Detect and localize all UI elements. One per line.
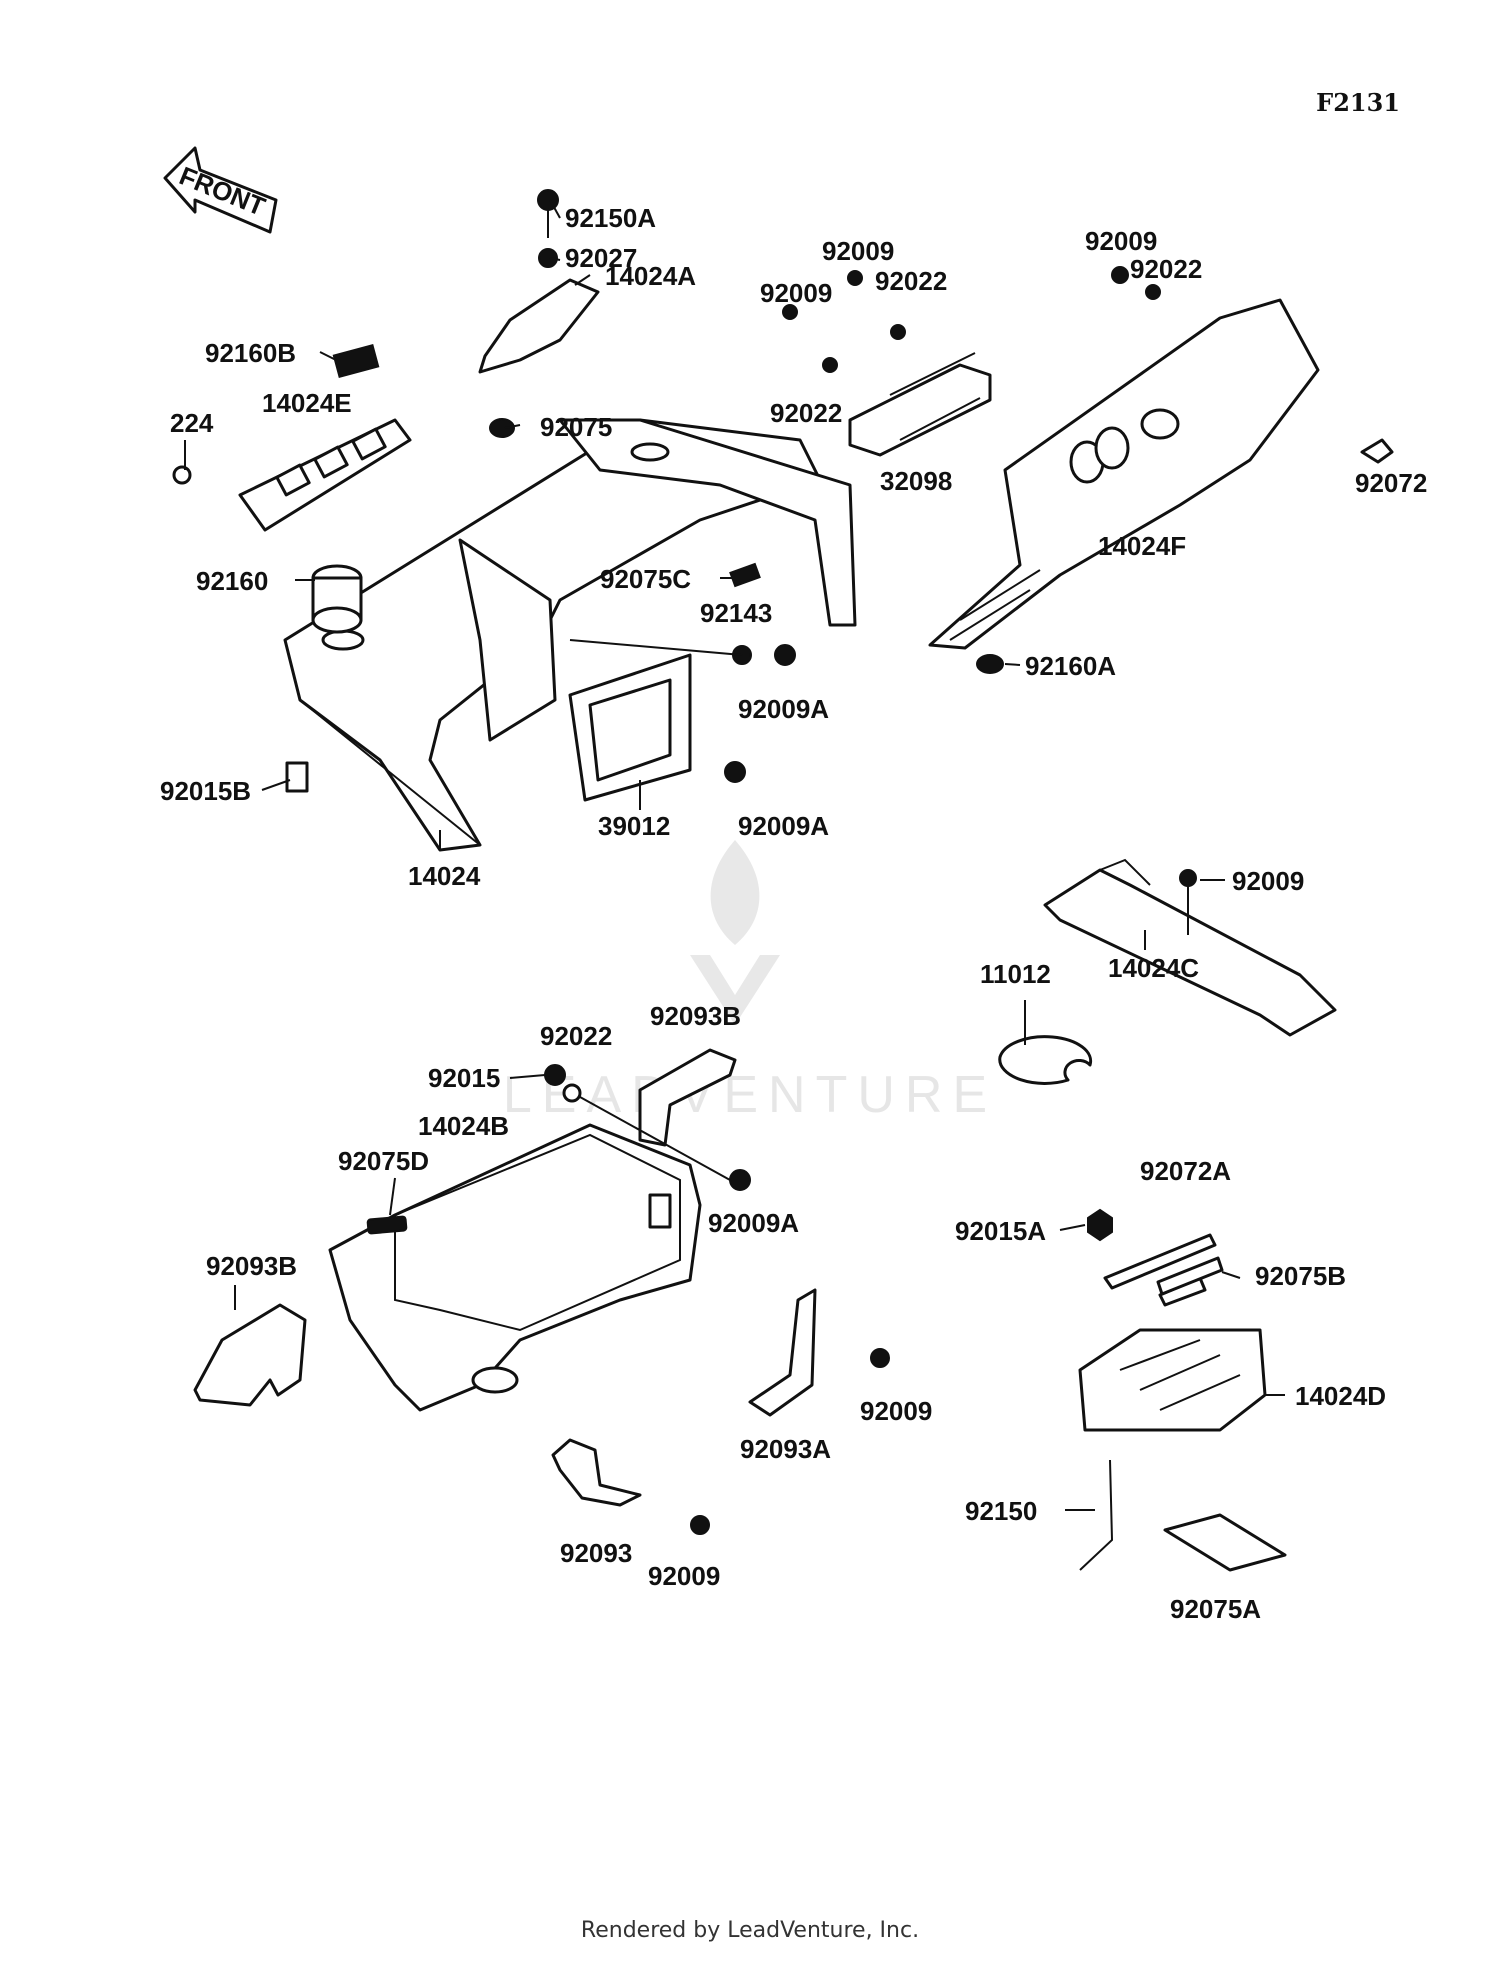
part-label: 92093B — [206, 1251, 297, 1281]
part-label: 92160 — [196, 566, 268, 596]
pad-92075B — [1156, 1256, 1224, 1296]
part-label: 92160B — [205, 338, 296, 368]
part-label: 92143 — [700, 598, 772, 628]
leader-lines — [184, 199, 1285, 1511]
part-label: 92027 — [565, 243, 637, 273]
part-labels: 92150A 92027 14024A 92075 92160B 14024E … — [160, 203, 1427, 1624]
part-label: 92009 — [760, 278, 832, 308]
part-label: 92009 — [648, 1561, 720, 1591]
part-label: 92093 — [560, 1538, 632, 1568]
part-label: 14024A — [605, 261, 696, 291]
fastener-group-lower-left — [366, 1064, 890, 1535]
part-label: 92009 — [860, 1396, 932, 1426]
part-label: 92075 — [540, 412, 612, 442]
part-label: 92009 — [1232, 866, 1304, 896]
part-label: 92009A — [738, 811, 829, 841]
watermark-logo: LEADVENTURE — [503, 840, 997, 1124]
bracket-92093A — [748, 1288, 817, 1417]
instrument-panel-14024F — [928, 266, 1394, 674]
part-label: 224 — [170, 408, 214, 438]
bracket-92093B-upper — [638, 1048, 737, 1147]
part-label: 92022 — [770, 398, 842, 428]
bracket-32098 — [782, 270, 992, 457]
fastener-group-middle — [569, 562, 796, 783]
part-label: 92009A — [738, 694, 829, 724]
part-label: 92009 — [1085, 226, 1157, 256]
part-label: 92150A — [565, 203, 656, 233]
part-label: 14024 — [408, 861, 481, 891]
part-label: 92022 — [1130, 254, 1202, 284]
lower-box-14024B — [328, 1123, 702, 1412]
bracket-92093B-left — [193, 1303, 307, 1407]
lens-11012 — [998, 1035, 1093, 1085]
watermark-text: LEADVENTURE — [503, 1066, 997, 1124]
part-label: 14024B — [418, 1111, 509, 1141]
part-label: 92009 — [822, 236, 894, 266]
front-cover-14024 — [283, 418, 857, 852]
part-label: 39012 — [598, 811, 670, 841]
part-label: 14024E — [262, 388, 352, 418]
hose-92150 — [1079, 1459, 1114, 1571]
diagram-code: F2131 — [1316, 88, 1400, 117]
box-14024D — [1078, 1328, 1267, 1432]
footer-credit: Rendered by LeadVenture, Inc. — [580, 1918, 920, 1943]
bracket-14024A — [478, 189, 600, 438]
gasket-39012 — [568, 653, 692, 802]
part-label: 92075B — [1255, 1261, 1346, 1291]
nut-92015A — [1087, 1208, 1113, 1242]
part-label: 92022 — [540, 1021, 612, 1051]
part-label: 11012 — [980, 959, 1051, 989]
part-label: 92075A — [1170, 1594, 1261, 1624]
part-label: 92015A — [955, 1216, 1046, 1246]
part-label: 92015B — [160, 776, 251, 806]
pad-92075A — [1163, 1513, 1287, 1572]
part-label: 14024F — [1098, 531, 1186, 561]
fastener-group-top-left — [172, 343, 380, 793]
part-label: 92075D — [338, 1146, 429, 1176]
part-label: 92015 — [428, 1063, 500, 1093]
part-label: 92160A — [1025, 651, 1116, 681]
part-label: 92075C — [600, 564, 691, 594]
part-label: 92150 — [965, 1496, 1037, 1526]
part-label: 92093A — [740, 1434, 831, 1464]
part-label: 32098 — [880, 466, 952, 496]
bracket-92093 — [551, 1438, 642, 1507]
part-label: 14024D — [1295, 1381, 1386, 1411]
part-label: 92009A — [708, 1208, 799, 1238]
switch-panel-14024E — [238, 418, 412, 532]
part-label: 92022 — [875, 266, 947, 296]
front-arrow: FRONT — [163, 146, 278, 234]
part-label: 92072A — [1140, 1156, 1231, 1186]
tray-14024C — [1043, 858, 1337, 1037]
part-label: 14024C — [1108, 953, 1199, 983]
part-label: 92072 — [1355, 468, 1427, 498]
part-label: 92093B — [650, 1001, 741, 1031]
